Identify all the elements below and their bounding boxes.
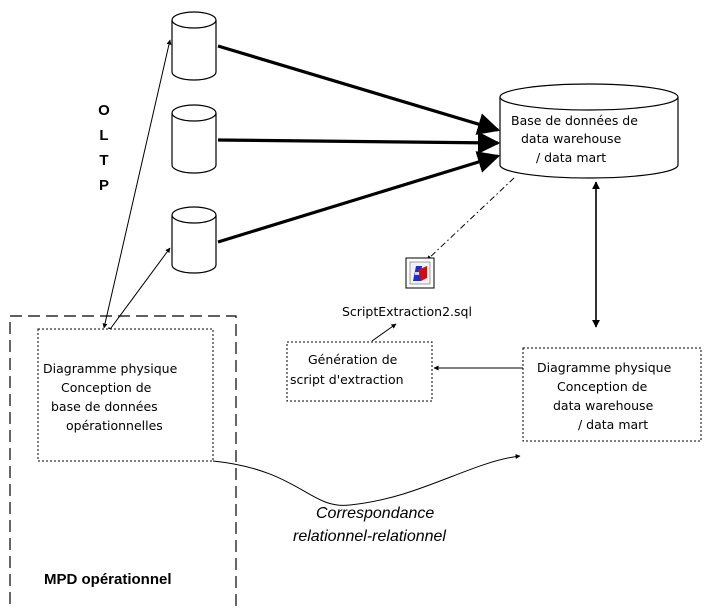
flow-arrow-db1-to-warehouse [217,44,501,135]
oltp-letter-l: L [99,127,108,144]
correspondence-arrow [212,454,521,506]
oltp-letter-t: T [99,152,108,169]
mpd-operational-frame [9,315,237,609]
warehouse-database-line-1: Base de données de [511,113,638,128]
operational-diagram-line-3: base de données [51,399,158,414]
script-file-label: ScriptExtraction2.sql [342,304,472,319]
flow-arrow-db3-to-warehouse [217,151,501,244]
warehouse-database-label: Base de données de data warehouse / data… [511,113,638,165]
warehouse-database-icon [499,83,679,179]
oltp-label: O L T P [98,102,110,194]
warehouse-diagram-line-2: Conception de [557,379,648,394]
flow-arrow-db2-to-warehouse [217,131,501,154]
warehouse-diagram-box [522,347,702,442]
oltp-database-2-icon [171,104,217,174]
operational-diagram-line-4: opérationnelles [66,418,163,433]
warehouse-diagram-line-3: data warehouse [553,398,654,413]
mpd-operational-label: MPD opérationnel [44,571,172,588]
warehouse-diagram-line-1: Diagramme physique [537,360,672,375]
operational-diagram-line-1: Diagramme physique [43,361,178,376]
oltp-letter-o: O [98,102,110,119]
generation-box [286,341,433,402]
correspondence-line-2: relationnel-relationnel [293,528,446,545]
oltp-database-3-icon [171,206,217,274]
generation-to-script-arrow [371,323,397,342]
link-arrow-to-db3 [107,247,171,333]
generation-box-line-2: script d'extraction [290,372,404,387]
operational-diagram-box [37,328,214,462]
correspondence-line-1: Correspondance [316,505,434,522]
oltp-database-1-icon [171,11,217,81]
generation-box-line-1: Génération de [308,352,398,367]
sql-script-file-icon[interactable] [405,257,435,289]
oltp-letter-p: P [99,177,109,194]
warehouse-database-line-2: data warehouse [521,131,622,146]
script-link-arrow [426,177,515,261]
operational-diagram-line-2: Conception de [61,380,152,395]
warehouse-database-line-3: / data mart [536,150,606,165]
warehouse-diagram-line-4: / data mart [578,417,648,432]
link-arrow-to-db1 [102,39,172,329]
